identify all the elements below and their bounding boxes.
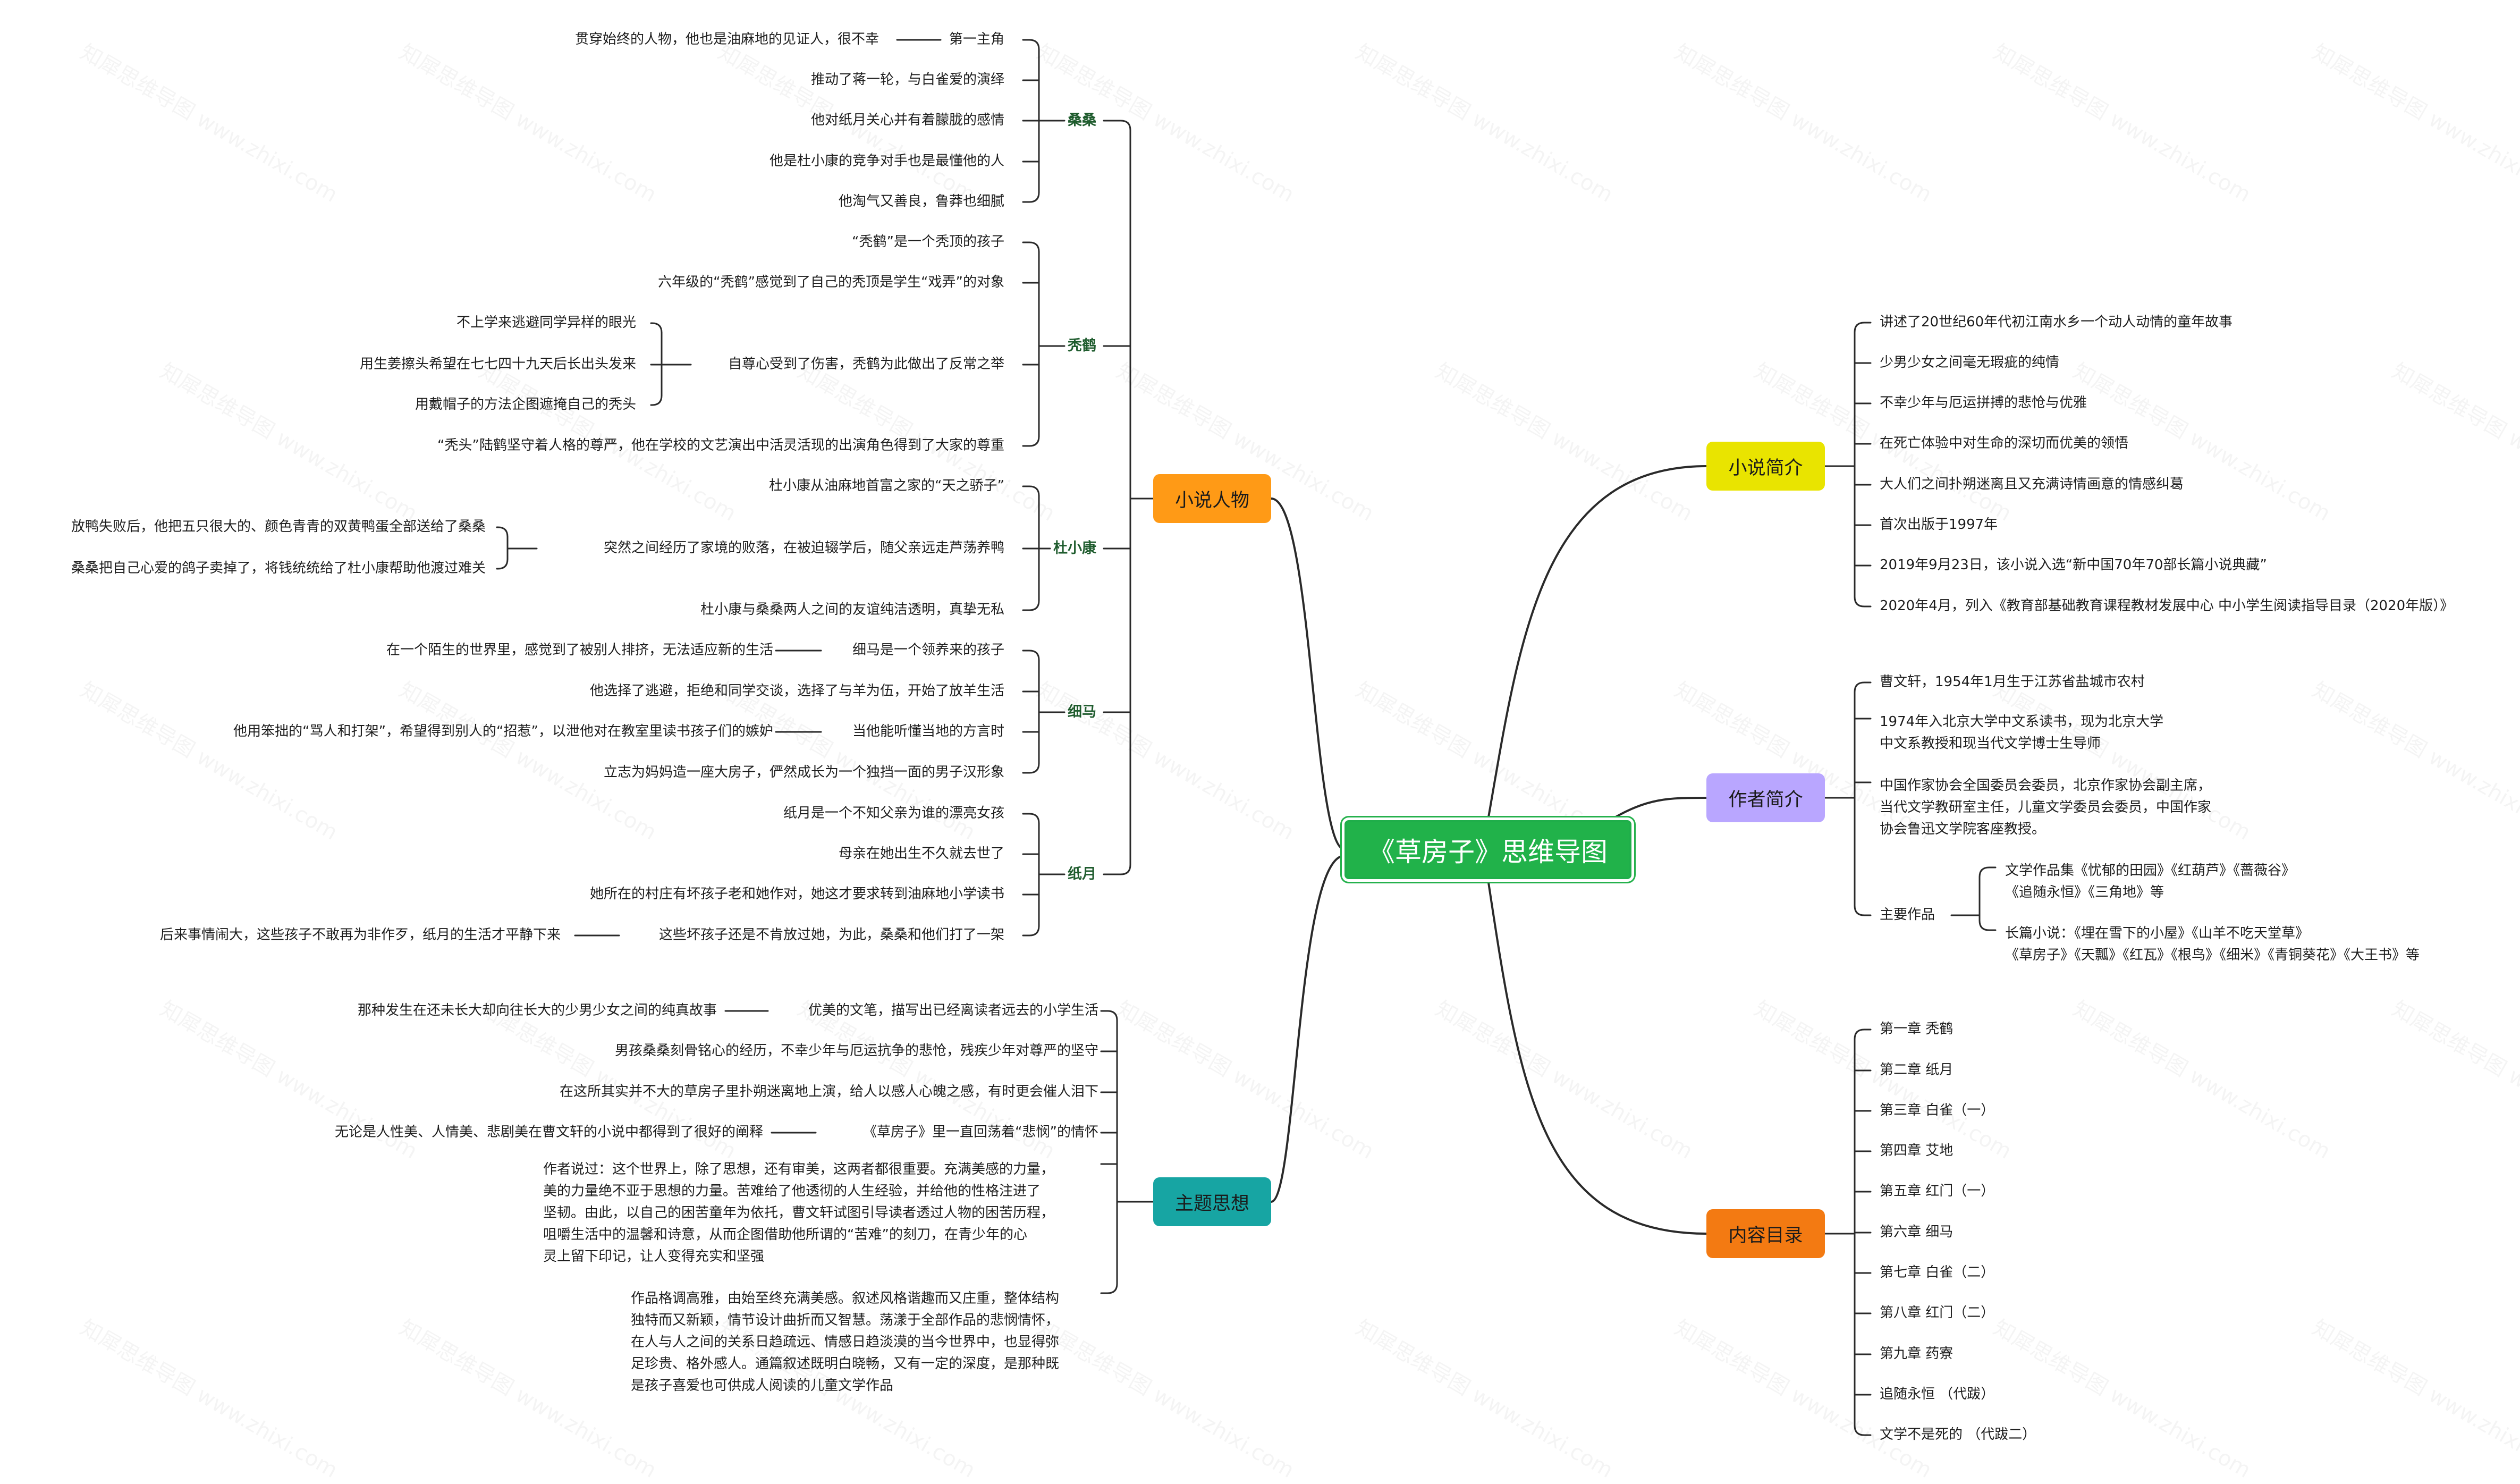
list-item: 2019年9月23日，该小说入选“新中国70年70部长篇小说典藏” [1880,557,2267,573]
list-item: 第四章 艾地 [1880,1143,1954,1159]
list-item: 中国作家协会全国委员会委员，北京作家协会副主席， 当代文学教研室主任，儿童文学委… [1880,778,2212,838]
list-item: 第五章 红门（一） [1880,1183,1995,1199]
list-item: 在死亡体验中对生命的深切而优美的领悟 [1880,435,2129,451]
list-item: 突然之间经历了家境的败落，在被迫辍学后，随父亲远走芦荡养鸭 [603,540,1004,556]
list-item: 用生姜擦头希望在七七四十九天后长出头发来 [359,356,636,372]
list-item: 放鸭失败后，他把五只很大的、颜色青青的双黄鸭蛋全部送给了桑桑 [71,519,486,535]
list-item: 这些坏孩子还是不肯放过她，为此，桑桑和他们打了一架 [658,927,1004,943]
list-item: 他用笨拙的“骂人和打架”，希望得到别人的“招惹”，以泄他对在教室里读书孩子们的嫉… [233,723,773,739]
character-duxiaokang[interactable]: 杜小康 [1053,540,1096,556]
list-item: 追随永恒 （代跋） [1880,1386,1995,1402]
list-item: 文学不是死的 （代跋二） [1880,1427,2036,1443]
branch-characters[interactable]: 小说人物 [1153,474,1271,523]
list-item: 贯穿始终的人物，他也是油麻地的见证人，很不幸 [574,31,879,47]
list-item: 第七章 白雀（二） [1880,1264,1995,1280]
list-item: 第二章 纸月 [1880,1062,1954,1078]
list-item: 第六章 细马 [1880,1224,1954,1240]
list-item: 纸月是一个不知父亲为谁的漂亮女孩 [783,805,1004,821]
list-item: 1974年入北京大学中文系读书，现为北京大学 中文系教授和现当代文学博士生导师 [1880,714,2164,752]
character-xima[interactable]: 细马 [1068,704,1096,720]
branch-contents[interactable]: 内容目录 [1706,1209,1825,1258]
branch-themes[interactable]: 主题思想 [1153,1177,1271,1226]
character-sangsang[interactable]: 桑桑 [1068,112,1096,129]
list-item: 杜小康从油麻地首富之家的“天之骄子” [769,478,1004,494]
list-item: 立志为妈妈造一座大房子，俨然成长为一个独挡一面的男子汉形象 [603,764,1004,780]
list-item: “秃头”陆鹤坚守着人格的尊严，他在学校的文艺演出中活灵活现的出演角色得到了大家的… [437,437,1004,453]
list-item: 首次出版于1997年 [1880,517,1998,533]
theme-paragraph-style: 作品格调高雅，由始至终充满美感。叙述风格谐趣而又庄重，整体结构 独特而又新颖，情… [631,1291,1060,1394]
list-item: 他对纸月关心并有着朦胧的感情 [810,112,1004,128]
list-item: 他是杜小康的竞争对手也是最懂他的人 [769,153,1004,169]
list-item: 少男少女之间毫无瑕疵的纯情 [1880,355,2060,370]
list-item: 男孩桑桑刻骨铭心的经历，不幸少年与厄运抗争的悲怆，残疾少年对尊严的坚守 [614,1043,1098,1059]
branch-author[interactable]: 作者简介 [1706,773,1825,822]
list-item: 优美的文笔，描写出已经离读者远去的小学生活 [808,1002,1098,1018]
list-item: 他淘气又善良，鲁莽也细腻 [838,193,1004,209]
list-item: 那种发生在还未长大却向往长大的少男少女之间的纯真故事 [357,1002,717,1018]
author-works-label: 主要作品 [1880,907,1935,923]
list-item: 曹文轩，1954年1月生于江苏省盐城市农村 [1880,674,2145,690]
list-item: 杜小康与桑桑两人之间的友谊纯洁透明，真挚无私 [700,602,1004,618]
list-item: 细马是一个领养来的孩子 [852,642,1004,658]
list-item: 在一个陌生的世界里，感觉到了被别人排挤，无法适应新的生活 [386,642,773,658]
list-item: 她所在的村庄有坏孩子老和她作对，她这才要求转到油麻地小学读书 [589,886,1004,902]
list-item: 当他能听懂当地的方言时 [852,723,1004,739]
list-item: 他选择了逃避，拒绝和同学交谈，选择了与羊为伍，开始了放羊生活 [589,683,1004,699]
list-item: 用戴帽子的方法企图遮掩自己的秃头 [415,397,636,412]
list-item: 第八章 红门（二） [1880,1305,1995,1321]
list-item: 《草房子》里一直回荡着“悲悯”的情怀 [863,1124,1098,1140]
list-item: 不幸少年与厄运拼搏的悲怆与优雅 [1880,395,2087,411]
list-item: 2020年4月，列入《教育部基础教育课程教材发展中心 中小学生阅读指导目录（20… [1880,598,2454,614]
list-item: 六年级的“秃鹤”感觉到了自己的秃顶是学生“戏弄”的对象 [658,274,1004,290]
list-item: 第九章 药寮 [1880,1346,1954,1362]
theme-paragraph-author-quote: 作者说过：这个世界上，除了思想，还有审美，这两者都很重要。充满美感的力量， 美的… [543,1161,1055,1265]
list-item: 第三章 白雀（一） [1880,1102,1995,1118]
list-item: 第一主角 [949,31,1004,47]
list-item: 不上学来逃避同学异样的眼光 [456,315,636,331]
list-item: 无论是人性美、人情美、悲剧美在曹文轩的小说中都得到了很好的阐释 [334,1124,763,1140]
list-item: 桑桑把自己心爱的鸽子卖掉了，将钱统统给了杜小康帮助他渡过难关 [71,560,486,576]
branch-intro[interactable]: 小说简介 [1706,442,1825,491]
list-item: 文学作品集《忧郁的田园》《红葫芦》《蔷薇谷》 《追随永恒》《三角地》等 [2005,863,2296,901]
character-tuhe[interactable]: 秃鹤 [1068,338,1096,354]
list-item: 母亲在她出生不久就去世了 [838,846,1004,862]
character-zhiyue[interactable]: 纸月 [1068,866,1096,882]
list-item: 长篇小说：《埋在雪下的小屋》《山羊不吃天堂草》 《草房子》《天瓢》《红瓦》《根鸟… [2005,925,2420,964]
list-item: 推动了蒋一轮，与白雀爱的演绎 [810,72,1004,88]
list-item: “秃鹤”是一个秃顶的孩子 [852,234,1004,250]
list-item: 后来事情闹大，这些孩子不敢再为非作歹，纸月的生活才平静下来 [159,927,561,943]
list-item: 讲述了20世纪60年代初江南水乡一个动人动情的童年故事 [1880,314,2233,330]
central-topic[interactable]: 《草房子》思维导图 [1344,820,1631,879]
list-item: 大人们之间扑朔迷离且又充满诗情画意的情感纠葛 [1880,476,2184,492]
list-item: 第一章 秃鹤 [1880,1021,1954,1037]
list-item: 在这所其实并不大的草房子里扑朔迷离地上演，给人以感人心魄之感，有时更会催人泪下 [559,1084,1098,1100]
list-item: 自尊心受到了伤害，秃鹤为此做出了反常之举 [728,356,1004,372]
